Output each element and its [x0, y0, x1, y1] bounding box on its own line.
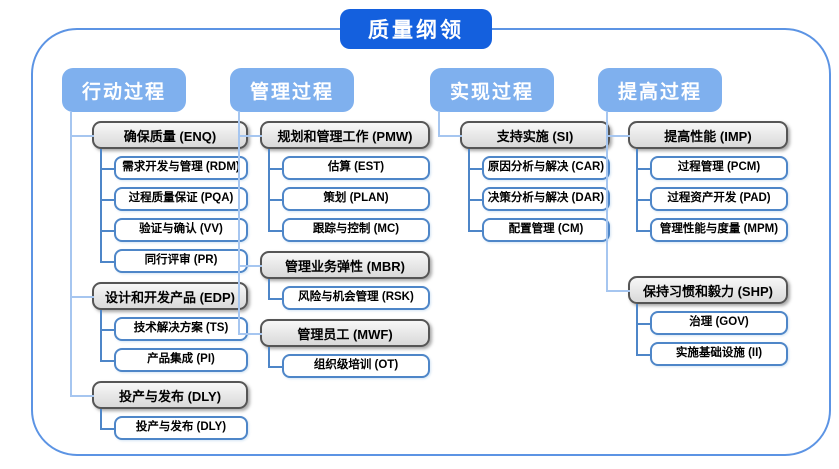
practice-area-item: 管理业务弹性 (MBR) 风险与机会管理 (RSK)	[238, 242, 430, 310]
practice-list: 风险与机会管理 (RSK)	[268, 279, 430, 310]
practice-area-box: 保持习惯和毅力 (SHP)	[628, 276, 788, 304]
practice-box: 估算 (EST)	[282, 156, 430, 180]
column-header: 行动过程	[62, 68, 186, 112]
practice-box: 过程资产开发 (PAD)	[650, 187, 788, 211]
practice-item: 原因分析与解决 (CAR)	[468, 149, 610, 180]
practice-area-box: 投产与发布 (DLY)	[92, 381, 248, 409]
practice-item: 估算 (EST)	[268, 149, 430, 180]
practice-area-box: 支持实施 (SI)	[460, 121, 610, 149]
practice-item: 决策分析与解决 (DAR)	[468, 180, 610, 211]
practice-list: 技术解决方案 (TS) 产品集成 (PI)	[100, 310, 248, 372]
practice-area-list: 确保质量 (ENQ) 需求开发与管理 (RDM) 过程质量保证 (PQA) 验证与确认…	[62, 112, 248, 440]
practice-list: 治理 (GOV) 实施基础设施 (II)	[636, 304, 788, 366]
practice-area-box: 管理业务弹性 (MBR)	[260, 251, 430, 279]
practice-item: 治理 (GOV)	[636, 304, 788, 335]
practice-area-box: 设计和开发产品 (EDP)	[92, 282, 248, 310]
practice-item: 管理性能与度量 (MPM)	[636, 211, 788, 242]
process-column-3: 实现过程支持实施 (SI) 原因分析与解决 (CAR) 决策分析与解决 (DAR) 配…	[430, 68, 610, 242]
practice-box: 策划 (PLAN)	[282, 187, 430, 211]
practice-area-box: 提高性能 (IMP)	[628, 121, 788, 149]
column-header: 实现过程	[430, 68, 554, 112]
practice-box: 投产与发布 (DLY)	[114, 416, 248, 440]
practice-item: 过程质量保证 (PQA)	[100, 180, 248, 211]
practice-list: 投产与发布 (DLY)	[100, 409, 248, 440]
practice-area-list: 提高性能 (IMP) 过程管理 (PCM) 过程资产开发 (PAD) 管理性能与度量 …	[598, 112, 788, 366]
practice-box: 组织级培训 (OT)	[282, 354, 430, 378]
practice-area-box: 规划和管理工作 (PMW)	[260, 121, 430, 149]
practice-box: 过程管理 (PCM)	[650, 156, 788, 180]
practice-box: 实施基础设施 (II)	[650, 342, 788, 366]
practice-box: 决策分析与解决 (DAR)	[482, 187, 610, 211]
practice-item: 跟踪与控制 (MC)	[268, 211, 430, 242]
practice-area-list: 支持实施 (SI) 原因分析与解决 (CAR) 决策分析与解决 (DAR) 配置管理 …	[430, 112, 610, 242]
practice-item: 同行评审 (PR)	[100, 242, 248, 273]
practice-box: 同行评审 (PR)	[114, 249, 248, 273]
practice-item: 策划 (PLAN)	[268, 180, 430, 211]
practice-list: 原因分析与解决 (CAR) 决策分析与解决 (DAR) 配置管理 (CM)	[468, 149, 610, 242]
practice-item: 风险与机会管理 (RSK)	[268, 279, 430, 310]
practice-item: 配置管理 (CM)	[468, 211, 610, 242]
practice-box: 验证与确认 (VV)	[114, 218, 248, 242]
process-column-2: 管理过程规划和管理工作 (PMW) 估算 (EST) 策划 (PLAN) 跟踪与控制 …	[230, 68, 430, 378]
practice-area-box: 确保质量 (ENQ)	[92, 121, 248, 149]
practice-list: 需求开发与管理 (RDM) 过程质量保证 (PQA) 验证与确认 (VV) 同行评审 …	[100, 149, 248, 273]
practice-item: 产品集成 (PI)	[100, 341, 248, 372]
practice-area-box: 管理员工 (MWF)	[260, 319, 430, 347]
practice-area-item: 支持实施 (SI) 原因分析与解决 (CAR) 决策分析与解决 (DAR) 配置管理 …	[438, 112, 610, 242]
practice-box: 过程质量保证 (PQA)	[114, 187, 248, 211]
practice-box: 技术解决方案 (TS)	[114, 317, 248, 341]
practice-box: 管理性能与度量 (MPM)	[650, 218, 788, 242]
practice-area-item: 设计和开发产品 (EDP) 技术解决方案 (TS) 产品集成 (PI)	[70, 273, 248, 372]
practice-item: 验证与确认 (VV)	[100, 211, 248, 242]
diagram-title: 质量纲领	[340, 9, 492, 49]
practice-area-item: 投产与发布 (DLY) 投产与发布 (DLY)	[70, 372, 248, 440]
column-header: 管理过程	[230, 68, 354, 112]
practice-area-item: 提高性能 (IMP) 过程管理 (PCM) 过程资产开发 (PAD) 管理性能与度量 …	[606, 112, 788, 242]
practice-item: 组织级培训 (OT)	[268, 347, 430, 378]
practice-box: 需求开发与管理 (RDM)	[114, 156, 248, 180]
practice-box: 配置管理 (CM)	[482, 218, 610, 242]
practice-area-item: 管理员工 (MWF) 组织级培训 (OT)	[238, 310, 430, 378]
practice-area-list: 规划和管理工作 (PMW) 估算 (EST) 策划 (PLAN) 跟踪与控制 (MC)…	[230, 112, 430, 378]
process-column-4: 提高过程提高性能 (IMP) 过程管理 (PCM) 过程资产开发 (PAD) 管理性能…	[598, 68, 788, 366]
practice-item: 过程资产开发 (PAD)	[636, 180, 788, 211]
practice-area-item: 确保质量 (ENQ) 需求开发与管理 (RDM) 过程质量保证 (PQA) 验证与确认…	[70, 112, 248, 273]
column-header: 提高过程	[598, 68, 722, 112]
practice-box: 原因分析与解决 (CAR)	[482, 156, 610, 180]
practice-list: 过程管理 (PCM) 过程资产开发 (PAD) 管理性能与度量 (MPM)	[636, 149, 788, 242]
practice-item: 实施基础设施 (II)	[636, 335, 788, 366]
process-column-1: 行动过程确保质量 (ENQ) 需求开发与管理 (RDM) 过程质量保证 (PQA) 验…	[62, 68, 248, 440]
practice-list: 估算 (EST) 策划 (PLAN) 跟踪与控制 (MC)	[268, 149, 430, 242]
practice-box: 跟踪与控制 (MC)	[282, 218, 430, 242]
practice-item: 过程管理 (PCM)	[636, 149, 788, 180]
practice-box: 产品集成 (PI)	[114, 348, 248, 372]
practice-area-item: 规划和管理工作 (PMW) 估算 (EST) 策划 (PLAN) 跟踪与控制 (MC)	[238, 112, 430, 242]
practice-area-item: 保持习惯和毅力 (SHP) 治理 (GOV) 实施基础设施 (II)	[606, 242, 788, 366]
practice-item: 需求开发与管理 (RDM)	[100, 149, 248, 180]
practice-list: 组织级培训 (OT)	[268, 347, 430, 378]
practice-box: 治理 (GOV)	[650, 311, 788, 335]
practice-box: 风险与机会管理 (RSK)	[282, 286, 430, 310]
practice-item: 技术解决方案 (TS)	[100, 310, 248, 341]
practice-item: 投产与发布 (DLY)	[100, 409, 248, 440]
